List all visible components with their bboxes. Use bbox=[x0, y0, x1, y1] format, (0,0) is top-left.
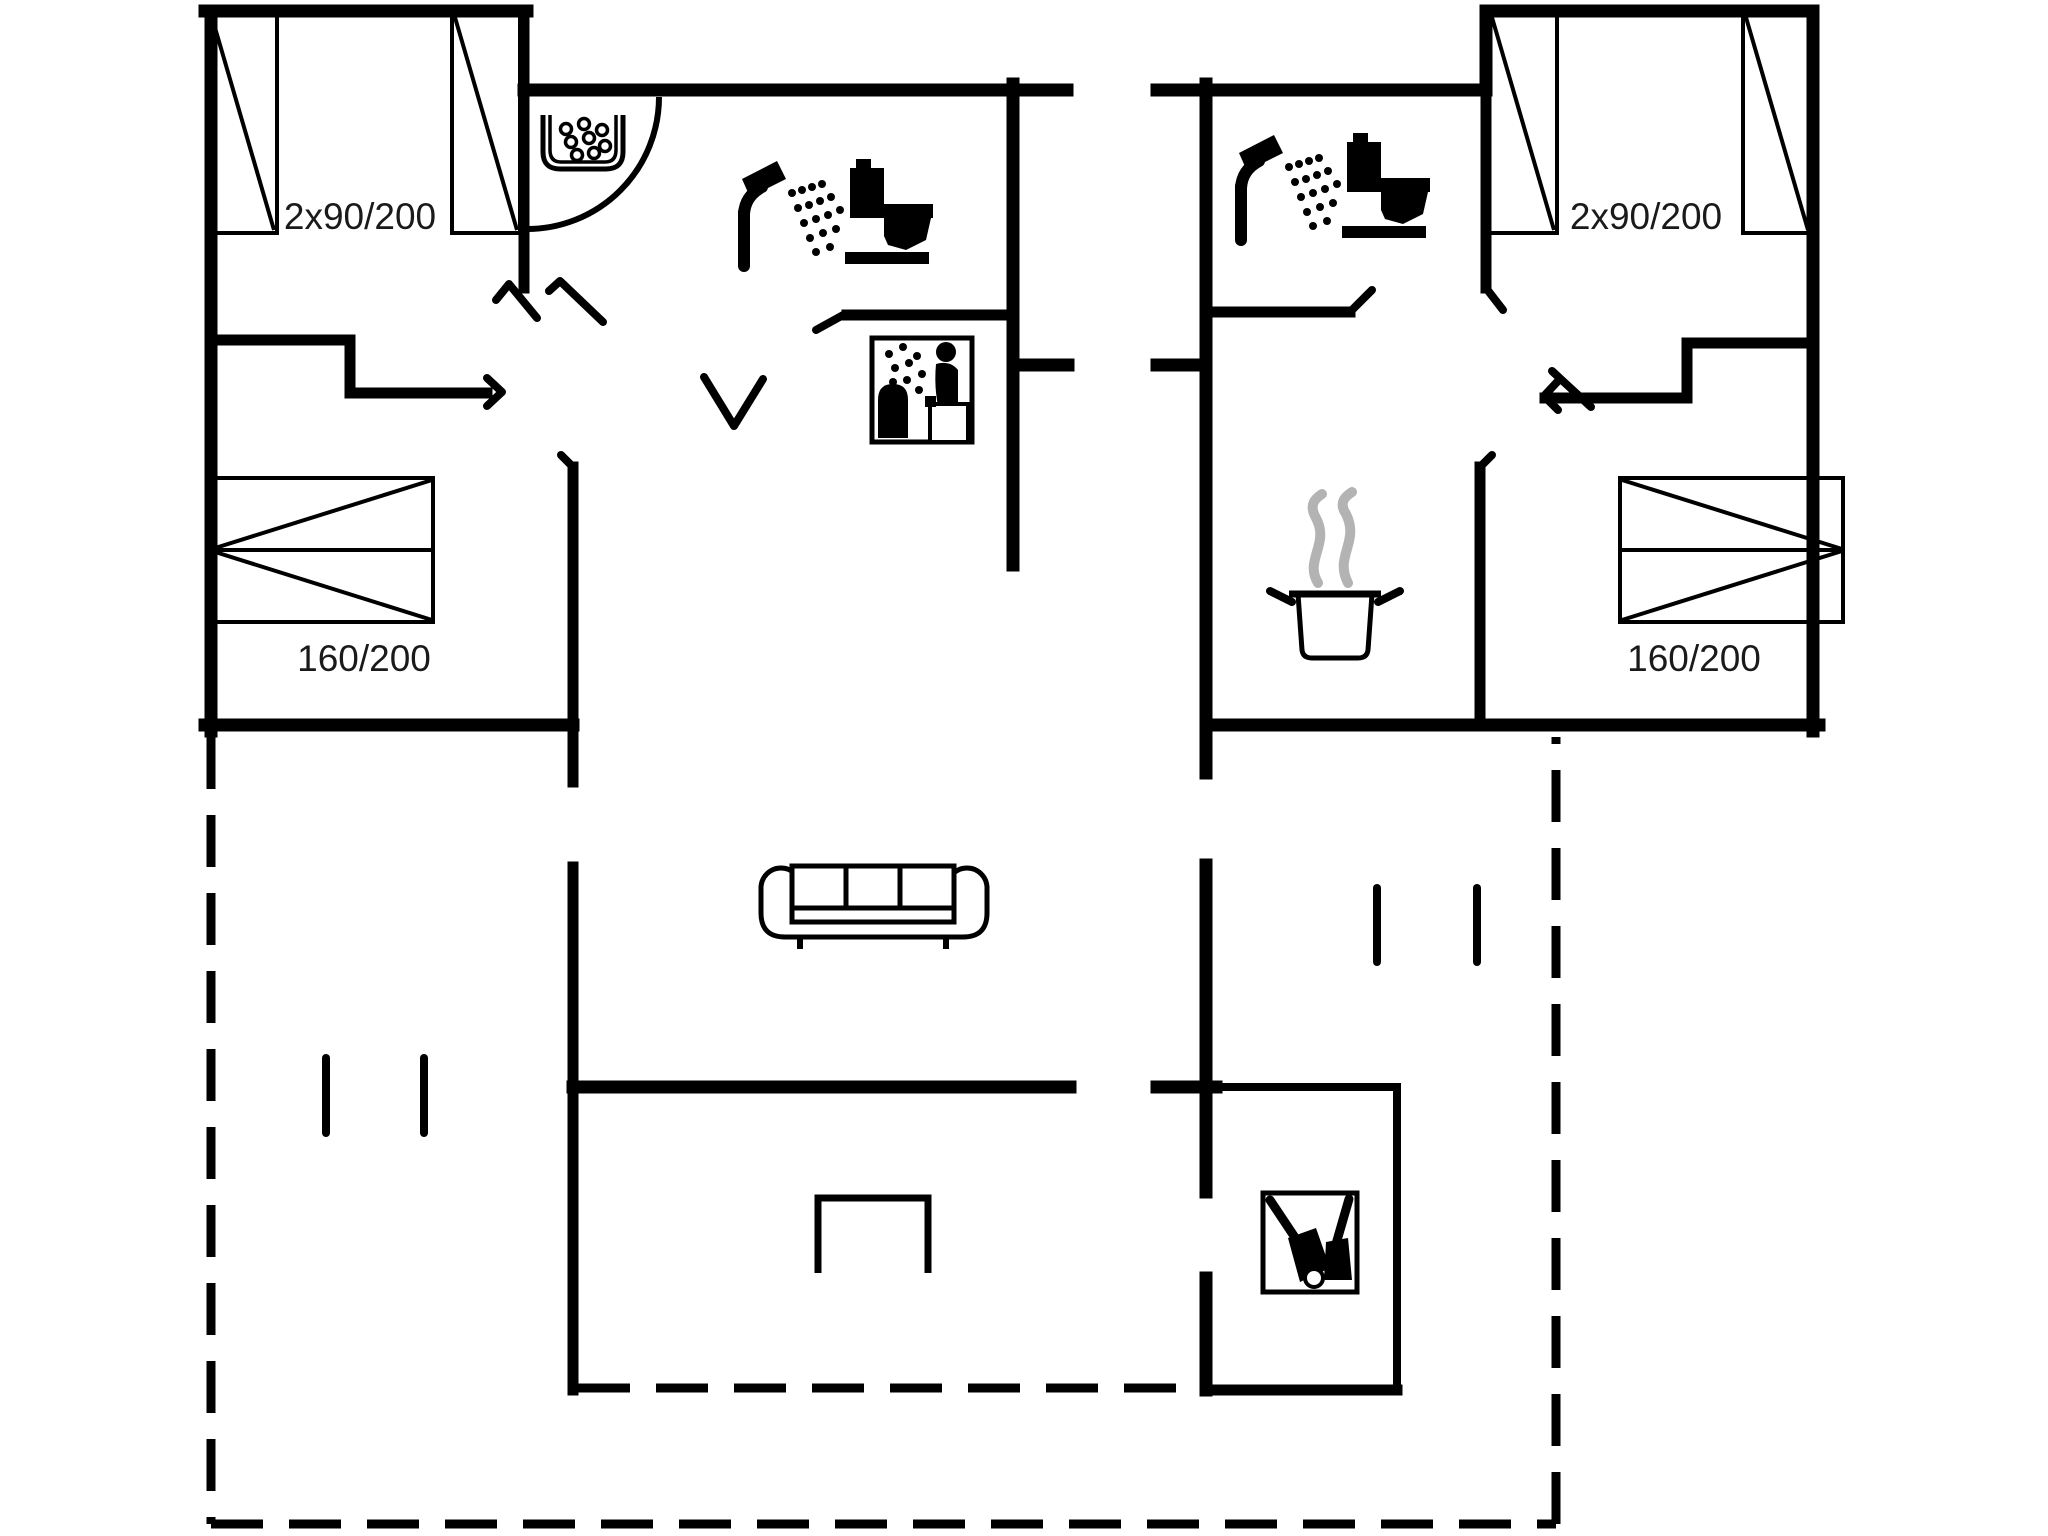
bed-size-label-right-double: 160/200 bbox=[1627, 638, 1761, 679]
bed-size-label-left-double: 160/200 bbox=[297, 638, 431, 679]
sauna-icon bbox=[869, 335, 975, 445]
shower-icon-right bbox=[1239, 135, 1341, 240]
interior-walls bbox=[211, 5, 1819, 1396]
opening-ticks bbox=[322, 884, 1481, 1137]
twin-beds-left bbox=[207, 9, 522, 235]
steam-icon bbox=[1307, 487, 1357, 588]
sofa-icon bbox=[758, 863, 990, 949]
stove-icon bbox=[814, 1194, 932, 1273]
cooking-pot-icon bbox=[1266, 487, 1404, 661]
bed-size-label-right-twin: 2x90/200 bbox=[1570, 196, 1722, 237]
cleaning-equipment-icon bbox=[1260, 1190, 1360, 1295]
door-arc-icon bbox=[526, 96, 662, 232]
toilet-icon-left bbox=[845, 159, 933, 264]
toilet-icon-right bbox=[1342, 133, 1430, 238]
double-bed-right bbox=[1618, 476, 1845, 624]
twin-beds-right bbox=[1487, 9, 1813, 235]
terrace-dashed-boundary bbox=[206, 737, 1561, 1529]
bed-size-label-left-twin: 2x90/200 bbox=[284, 196, 436, 237]
shower-icon-left bbox=[742, 161, 844, 266]
door-marks bbox=[483, 277, 1595, 471]
double-bed-left bbox=[209, 476, 435, 624]
washbasin-icon bbox=[540, 115, 626, 172]
